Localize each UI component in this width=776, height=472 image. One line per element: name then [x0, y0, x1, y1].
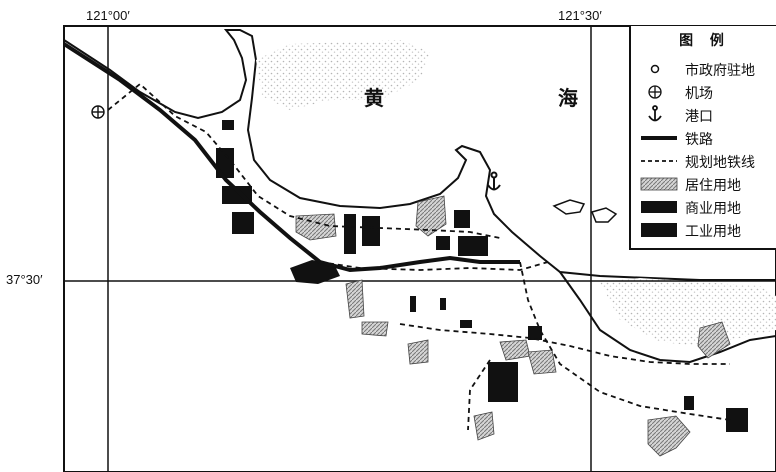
sea-label-huang: 黄	[364, 86, 384, 110]
legend-item-commercial: 商业用地	[637, 196, 776, 218]
legend-item-residential: 居住用地	[637, 173, 776, 195]
railway-line	[62, 42, 520, 273]
airport-icon	[91, 105, 105, 119]
legend-label: 港口	[685, 109, 713, 125]
airport-icon	[648, 85, 662, 99]
anchor-icon	[648, 105, 662, 122]
legend-item-railway: 铁路	[637, 127, 776, 149]
legend-item-industrial: 工业用地	[637, 219, 776, 241]
island	[590, 207, 618, 223]
residential-areas	[295, 195, 731, 457]
residential-swatch	[640, 177, 678, 191]
southeast-coast	[559, 271, 776, 364]
sea-label-hai: 海	[558, 86, 578, 110]
commercial-swatch	[641, 201, 677, 213]
legend-title: 图 例	[679, 33, 730, 49]
legend-item-port: 港口	[637, 104, 776, 126]
legend-label: 机场	[685, 86, 713, 102]
legend-item-planned-metro: 规划地铁线	[637, 150, 776, 172]
legend-label: 工业用地	[685, 224, 741, 240]
dashed-line-symbol	[641, 160, 677, 162]
legend-label: 规划地铁线	[685, 155, 755, 171]
lat-label-37-30: 37°30′	[6, 272, 43, 287]
legend-item-city-government: 市政府驻地	[637, 58, 776, 80]
map-legend: 图 例 市政府驻地 机场 港口 铁路 规划地铁线 居住用地 商业用地 工业用地	[629, 26, 776, 250]
island	[552, 199, 586, 215]
legend-label: 居住用地	[685, 178, 741, 194]
legend-label: 商业用地	[685, 201, 741, 217]
railway-line-symbol	[641, 136, 677, 140]
legend-item-airport: 机场	[637, 81, 776, 103]
sea-stipple-north	[256, 40, 430, 110]
legend-label: 市政府驻地	[685, 63, 755, 79]
sea-stipple-east	[600, 278, 776, 346]
land-area	[63, 29, 776, 472]
circle-icon	[650, 64, 660, 74]
lon-label-121-00: 121°00′	[86, 8, 130, 23]
port-anchor-icon	[487, 171, 501, 191]
commercial-areas	[216, 120, 748, 432]
planned-metro-lines	[107, 82, 731, 431]
legend-label: 铁路	[685, 132, 713, 148]
industrial-swatch	[641, 223, 677, 237]
lon-label-121-30: 121°30′	[558, 8, 602, 23]
